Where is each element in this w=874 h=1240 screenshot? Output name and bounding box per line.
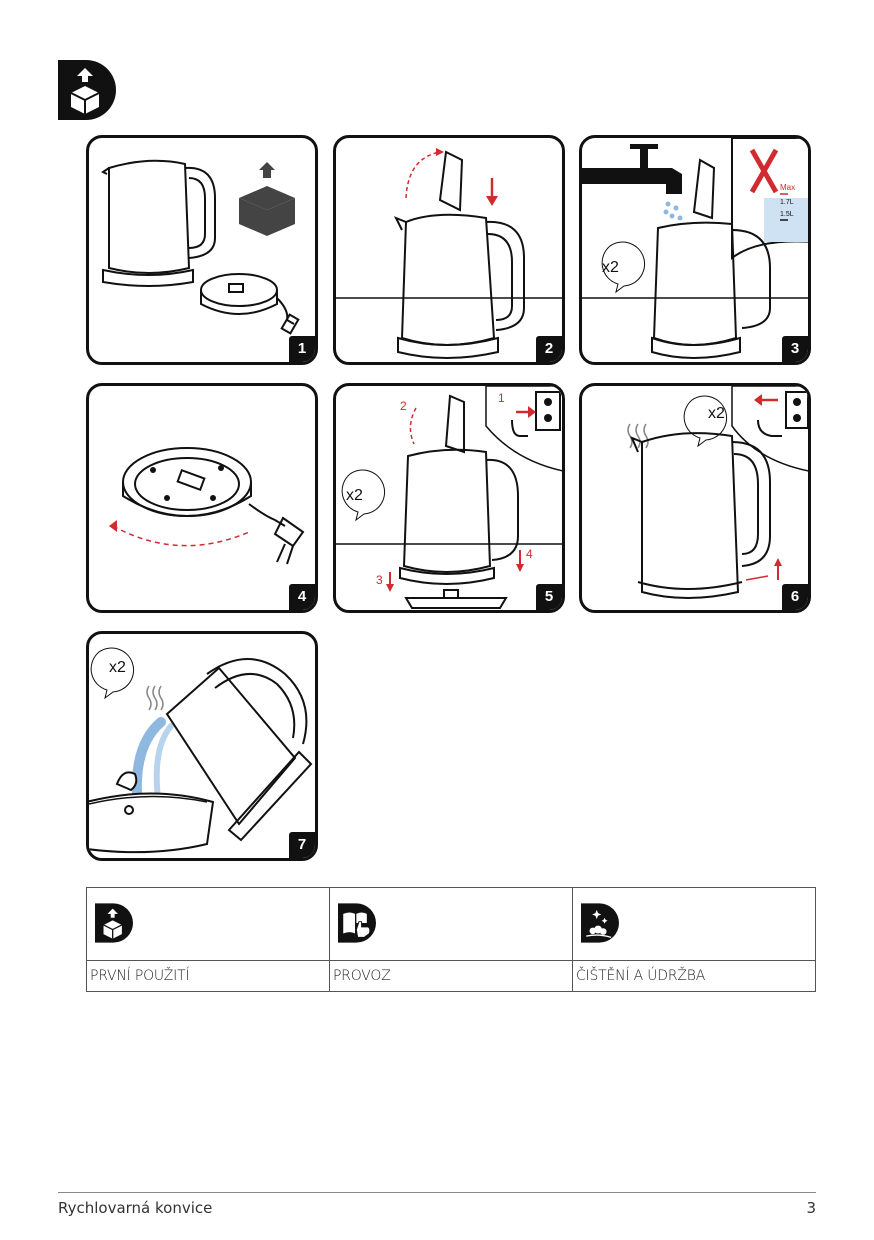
panel-number: 7	[289, 832, 315, 858]
step-4-label: 4	[526, 547, 533, 561]
legend-label: PROVOZ	[328, 960, 573, 992]
kettle-pour-icon: x2	[89, 647, 313, 854]
instruction-panel-5: 1 2 3 4 x2 5	[333, 383, 565, 613]
instruction-panel-6: x2 6	[579, 383, 811, 613]
panel-number: 6	[782, 584, 808, 610]
kettle-on-base-icon: 1 2 3 4 x2	[336, 386, 562, 609]
footer-title: Rychlovarná konvice	[58, 1199, 213, 1217]
unbox-icon	[95, 902, 133, 949]
repeat-x2-label: x2	[346, 487, 363, 504]
level-2-label: 1.5L	[780, 211, 794, 218]
panel-number: 4	[289, 584, 315, 610]
cleaning-sparkle-icon	[580, 902, 619, 949]
instruction-panel-1: 1	[86, 135, 318, 365]
kettle-boil-icon: x2	[627, 386, 808, 599]
legend-icon-cell	[328, 887, 573, 961]
kettle-lid-open-icon	[336, 148, 562, 359]
max-level-label: Max	[780, 183, 795, 192]
panel-number: 5	[536, 584, 562, 610]
instruction-panel-2: 2	[333, 135, 565, 365]
instruction-panel-3: Max 1.7L 1.5L x2 3	[579, 135, 811, 365]
legend-label: ČIŠTĚNÍ A ÚDRŽBA	[571, 960, 817, 992]
page-number: 3	[806, 1199, 816, 1217]
repeat-x2-label: x2	[708, 405, 725, 422]
kettle-unpacking-icon	[101, 159, 300, 335]
book-hand-icon	[337, 902, 376, 949]
legend-icon-cell	[86, 887, 330, 961]
instruction-panel-4: 4	[86, 383, 318, 613]
legend-label: PRVNÍ POUŽITÍ	[86, 960, 330, 992]
instruction-panel-7: x2 7	[86, 631, 318, 861]
panel-number: 2	[536, 336, 562, 362]
repeat-x2-label: x2	[602, 259, 619, 276]
kettle-fill-water-icon: Max 1.7L 1.5L x2	[582, 138, 808, 359]
step-1-label: 1	[498, 391, 505, 405]
panel-number: 3	[782, 336, 808, 362]
panel-number: 1	[289, 336, 315, 362]
section-legend-table: PRVNÍ POUŽITÍ PROVOZ ČIŠTĚNÍ A ÚDRŽBA	[86, 887, 817, 992]
step-2-label: 2	[400, 399, 407, 413]
legend-icon-cell	[571, 887, 817, 961]
base-cord-icon	[109, 447, 305, 565]
repeat-x2-label: x2	[109, 659, 126, 676]
step-3-label: 3	[376, 573, 383, 587]
footer-divider	[58, 1192, 816, 1193]
level-1-label: 1.7L	[780, 199, 794, 206]
unbox-icon	[58, 60, 116, 120]
